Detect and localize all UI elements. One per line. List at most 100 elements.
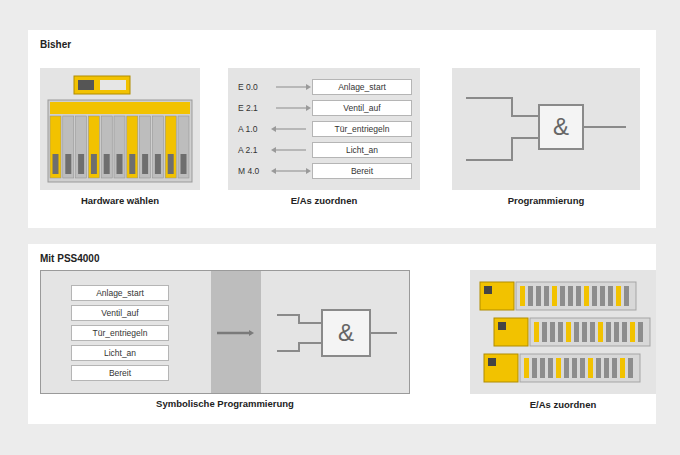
panel: BisherHardware wählenE/As zuordnenAnlage…	[28, 30, 656, 228]
signal-name: Anlage_start	[338, 82, 386, 92]
signal-box: Ventil_auf	[312, 100, 412, 116]
terminal-strip	[516, 282, 636, 310]
io-module	[50, 116, 61, 178]
terminal-pin	[622, 322, 627, 342]
controller-unit	[480, 282, 636, 310]
illustration	[470, 270, 656, 394]
signal-box: Ventil_auf	[71, 305, 169, 321]
gate-output-wire	[371, 332, 397, 334]
module-terminal	[65, 154, 71, 174]
io-module	[140, 116, 151, 178]
gate-output-wire	[584, 126, 626, 128]
hardware-box: E/As zuordnen	[470, 270, 656, 394]
terminal-pin	[596, 358, 601, 378]
gate-input-wire	[277, 343, 321, 351]
and-gate: &	[538, 104, 584, 150]
gate-symbol: &	[338, 321, 354, 345]
signal-name: Ventil_auf	[101, 308, 138, 318]
terminal-strip	[530, 318, 650, 346]
signal-box: Anlage_start	[71, 285, 169, 301]
terminal-pin	[600, 286, 605, 306]
arrow-head	[306, 84, 311, 90]
signal-name: Bereit	[351, 166, 373, 176]
terminal-pin	[524, 358, 529, 378]
terminal-pin	[520, 286, 525, 306]
module-terminal	[142, 154, 148, 174]
module-terminal	[91, 154, 97, 174]
panel-heading: Mit PSS4000	[40, 253, 99, 264]
terminal-pin	[552, 286, 557, 306]
box-caption: E/As zuordnen	[291, 195, 358, 206]
io-module	[88, 116, 99, 178]
controller-unit	[484, 354, 640, 382]
signal-name: Tür_entriegeln	[335, 124, 390, 134]
terminal-pin	[616, 286, 621, 306]
io-module	[152, 116, 163, 178]
terminal-pin	[584, 286, 589, 306]
assignment-arrow	[276, 86, 306, 87]
address-label: E 0.0	[238, 79, 258, 95]
io-module	[127, 116, 138, 178]
assignment-arrow	[276, 107, 306, 108]
terminal-pin	[532, 358, 537, 378]
terminal-pin	[624, 286, 629, 306]
compact-controller	[74, 76, 130, 94]
terminal-pin	[592, 286, 597, 306]
io-module	[63, 116, 74, 178]
head-module	[494, 318, 528, 346]
terminal-pin	[558, 322, 563, 342]
module-terminal	[168, 154, 174, 174]
terminal-strip	[520, 354, 640, 382]
signal-box: Licht_an	[71, 345, 169, 361]
terminal-pin	[576, 286, 581, 306]
assignment-arrow	[276, 128, 306, 129]
box-caption: E/As zuordnen	[530, 399, 597, 410]
arrow-head	[271, 168, 276, 174]
gate-symbol: &	[553, 115, 569, 139]
signal-name: Bereit	[109, 368, 131, 378]
terminal-pin	[588, 358, 593, 378]
terminal-pin	[574, 322, 579, 342]
terminal-pin	[580, 358, 585, 378]
terminal-pin	[540, 358, 545, 378]
panel-heading: Bisher	[40, 39, 71, 50]
band-arrow	[217, 332, 249, 335]
arrow-head	[306, 168, 311, 174]
module-terminal	[155, 154, 161, 174]
terminal-pin	[630, 322, 635, 342]
assignment-arrow	[276, 170, 306, 171]
terminal-pin	[638, 322, 643, 342]
box-caption: Symbolische Programmierung	[156, 398, 294, 409]
io-module	[165, 116, 176, 178]
symbolic-box: Symbolische ProgrammierungAnlage_startVe…	[40, 270, 410, 394]
terminal-pin	[614, 322, 619, 342]
gate-input-wire	[466, 98, 538, 116]
gate-input-wire	[277, 315, 321, 323]
arrow-head	[271, 147, 276, 153]
box-caption: Programmierung	[508, 195, 585, 206]
signal-name: Anlage_start	[96, 288, 144, 298]
compile-band	[211, 271, 261, 393]
io-table-box: E/As zuordnenAnlage_startVentil_aufTür_e…	[228, 68, 420, 190]
terminal-pin	[564, 358, 569, 378]
module-terminal	[78, 154, 84, 174]
terminal-pin	[604, 358, 609, 378]
rack-head	[50, 102, 190, 114]
signal-box: Tür_entriegeln	[312, 121, 412, 137]
terminal-pin	[556, 358, 561, 378]
signal-name: Tür_entriegeln	[93, 328, 148, 338]
program-box: Programmierung&	[452, 68, 640, 190]
terminal-pin	[582, 322, 587, 342]
signal-name: Ventil_auf	[343, 103, 380, 113]
module-terminal	[181, 154, 187, 174]
terminal-pin	[628, 358, 633, 378]
status-display	[484, 286, 492, 294]
io-module	[76, 116, 87, 178]
signal-box: Bereit	[71, 365, 169, 381]
io-module	[114, 116, 125, 178]
terminal-pin	[548, 358, 553, 378]
panel: Mit PSS4000Symbolische ProgrammierungAnl…	[28, 244, 656, 424]
controller-unit	[494, 318, 650, 346]
address-label: A 2.1	[238, 142, 257, 158]
